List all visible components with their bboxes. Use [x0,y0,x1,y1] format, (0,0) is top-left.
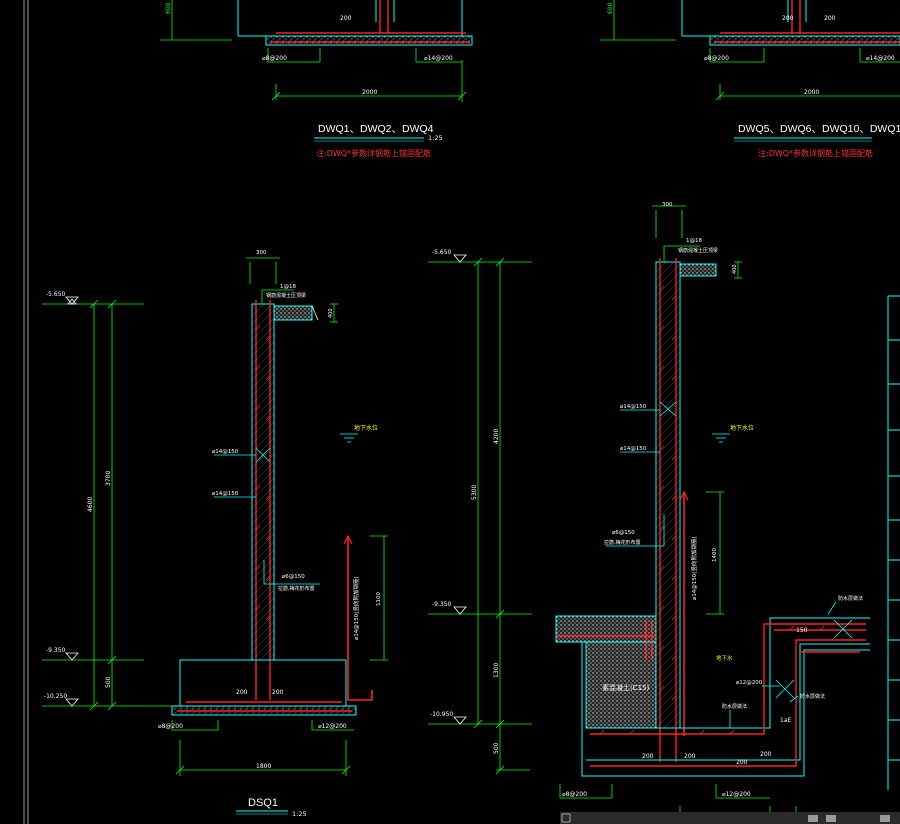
dim-anchor: 1400 [712,548,718,562]
water-mark: 地下水 [716,654,733,662]
drawing-note: 注:DWQ*参数详钢筋上锚固配筋 [316,148,431,158]
beam-side-dim: 400 [732,264,738,274]
dim-wall-thickness: 300 [662,202,673,208]
rebar-right: ⌀14@200 [424,55,453,62]
rebar-vertical-note: ⌀14@150(竖向附加钢筋) [690,536,698,600]
water-table-symbol [340,433,358,443]
ledge-dim: 150 [796,627,808,634]
svg-text:-9.350: -9.350 [46,647,66,654]
rebar-base-left: ⌀8@200 [158,723,183,730]
drawing-title: DWQ1、DWQ2、DWQ4 [318,123,434,135]
wall-cross-mark [659,401,677,417]
title-block [887,295,900,790]
dim-total-height: 5300 [471,485,478,500]
beam-note: 钢筋混凝土压顶梁 [678,247,718,254]
rebar-vertical-note: ⌀14@150(竖向附加钢筋) [352,576,360,640]
dim-total: 2000 [362,89,377,96]
drawing-scale: 1:25 [428,134,443,142]
level-marker-mid: -9.350 [42,647,144,661]
dim-base-width: 1800 [256,763,271,770]
dim-wall-height: 4200 [493,429,500,444]
dim-base-3: 200 [736,759,748,766]
dim-base-left: 200 [236,689,248,696]
waterproof-label-3: 防水层做法 [722,703,747,710]
dim-anchor: 1100 [376,592,382,606]
dim-inner-2: 200 [824,15,836,22]
dim-footing-height: 500 [105,676,112,688]
viewport-toolbar[interactable] [560,812,900,824]
section-top-right[interactable]: 600 200 200 ⌀8@200 ⌀14@200 2000 DWQ5、DWQ… [600,0,900,158]
wall-cross-mark [255,447,271,463]
svg-text:-10.250: -10.250 [44,693,67,700]
rebar-slab-label: ⌀12@200 [736,680,763,686]
beam-dim: 1@18 [280,284,296,290]
beam-dim: 1@18 [686,238,702,244]
drawing-title: DWQ5、DWQ6、DWQ10、DWQ11 [738,123,900,135]
svg-text:-5.650: -5.650 [432,249,452,256]
level-marker-bottom: -10.950 [428,711,532,725]
rebar-label-2: ⌀14@150 [212,491,239,497]
rebar-base-right: ⌀12@200 [722,791,751,798]
drawing-frame [23,0,29,824]
rebar-base-left: ⌀8@200 [562,791,587,798]
rebar-dist-note: 拉筋,梅花形布置 [278,585,315,592]
beam-side-dim: 400 [328,308,334,318]
waterproof-label-1: 防水层做法 [838,595,863,602]
dim-total-height: 4600 [87,497,94,512]
level-marker-bottom: -10.250 [42,693,174,707]
water-label: 地下水位 [730,424,754,432]
section-right[interactable]: -5.650 -9.350 -10.950 5300 4200 [428,202,870,824]
dim-side-150: 200 [760,751,772,758]
dim-wall-height: 3700 [105,471,112,486]
rebar-dist-note: 拉筋,梅花形布置 [604,539,641,546]
beam-note: 钢筋混凝土压顶梁 [266,292,306,299]
drawing-scale: 1:25 [292,810,307,818]
dim-total: 2000 [804,89,819,96]
rebar-dist-label: ⌀6@150 [612,530,635,536]
fill-label: 素混凝土(C15) [602,683,650,692]
drawing-note: 注:DWQ*参数详钢筋上锚固配筋 [758,148,873,158]
rebar-label-1: ⌀14@150 [620,404,647,410]
dim-inner: 200 [340,15,352,22]
dim-base-2: 200 [684,753,696,760]
level-marker-top: -5.650 [428,249,532,263]
dim-side: 600 [165,2,172,14]
dim-lower: 1300 [493,663,500,678]
anchor-label: 1aE [780,717,791,724]
dim-wall-thickness: 300 [256,250,267,256]
svg-text:-9.350: -9.350 [432,601,452,608]
svg-text:-5.650: -5.650 [46,291,66,298]
section-dsq1[interactable]: -5.650 -9.350 -10.250 4600 3700 500 [42,250,388,818]
svg-text:-10.950: -10.950 [430,711,453,718]
water-label: 地下水位 [354,424,378,432]
rebar-base-right: ⌀12@200 [318,723,347,730]
rebar-label-1: ⌀14@150 [212,449,239,455]
dim-side: 600 [607,2,614,14]
dim-footing: 500 [493,742,500,754]
dim-base-right: 200 [272,689,284,696]
dim-inner-1: 200 [782,15,794,22]
slab-cross-mark [775,679,795,699]
dim-base-1: 200 [642,753,654,760]
drawing-title: DSQ1 [248,797,278,809]
rebar-dist-label: ⌀6@150 [282,574,305,580]
rebar-right: ⌀14@200 [866,55,895,62]
level-marker-top: -5.650 [42,291,144,305]
section-top-left[interactable]: 600 200 ⌀8@200 ⌀14@200 2000 DWQ1、DWQ2、DW… [160,0,473,158]
level-marker-mid: -9.350 [428,601,532,615]
ledge-cross-mark [833,619,853,639]
rebar-label-2: ⌀14@150 [620,446,647,452]
rebar-left: ⌀8@200 [704,55,729,62]
water-table-symbol [712,433,730,443]
waterproof-label-2: 防水层做法 [800,693,825,700]
rebar-left: ⌀8@200 [262,55,287,62]
